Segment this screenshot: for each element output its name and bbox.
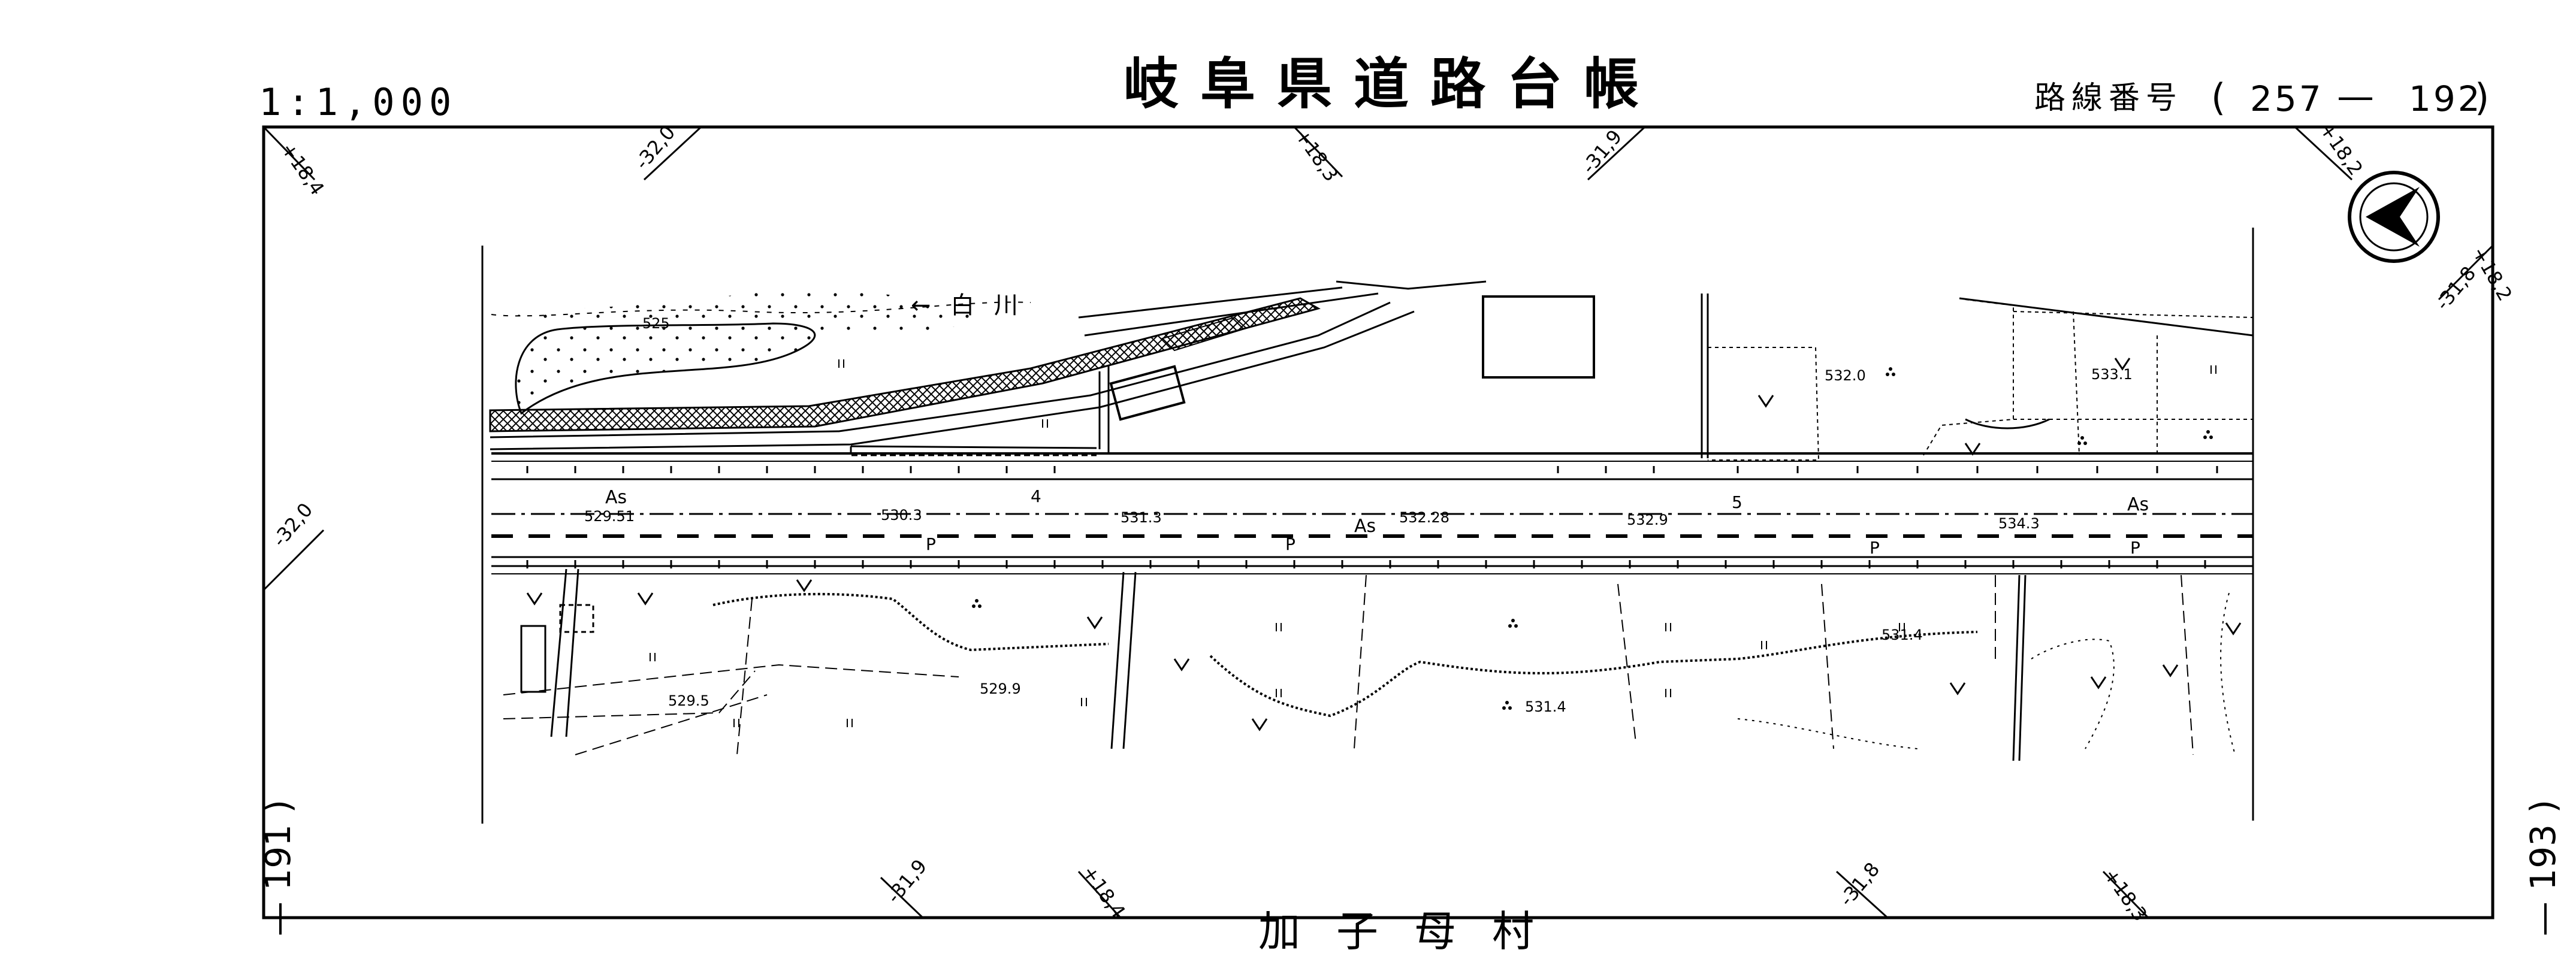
elevation-field-5: 529.9 [980, 680, 1021, 697]
route-paren-open: ( [2211, 75, 2226, 119]
road-section [491, 452, 2253, 574]
route-paren-close: ) [2475, 75, 2490, 119]
pole-label-2: P [1285, 534, 1295, 554]
river-name: ← 白 川 [911, 292, 1024, 319]
grid-label-bottom-3: -31,8 [1835, 858, 1884, 910]
pole-label-3: P [1870, 538, 1880, 558]
grid-label-top-1: +18,4 [276, 138, 328, 199]
north-arrow-icon [2348, 171, 2440, 263]
elevation-field-6: 531.4 [1525, 698, 1566, 715]
elevation-field-7: 531.4 [1882, 627, 1923, 643]
paddy-symbols [650, 359, 2216, 727]
elevation-field-1: 525 [642, 315, 670, 332]
route-number-label: 路線番号 [2034, 80, 2184, 116]
route-number-b: 192 [2409, 78, 2483, 119]
field-plots-south [503, 574, 2236, 761]
grid-label-top-2: -32,0 [630, 121, 680, 174]
grid-label-top-3: +18,3 [1290, 125, 1342, 186]
grid-label-bottom-2: +18,4 [1077, 861, 1130, 922]
river-area [490, 280, 1487, 415]
shed [1109, 365, 1186, 421]
elevation-field-2: 532.0 [1825, 367, 1866, 384]
river-revetment [489, 297, 1321, 432]
grid-label-right-1: -31,8 [2431, 262, 2480, 314]
grid-ticks [262, 126, 2494, 919]
elevation-road-5: 532.9 [1627, 512, 1668, 528]
elevation-road-2: 530.3 [881, 507, 922, 524]
river-bank-line [490, 301, 1391, 438]
page-title: 岐阜県道路台帳 [1124, 52, 1661, 116]
km-post-4: 4 [1031, 486, 1041, 506]
field-plots-north [1708, 299, 2254, 461]
culvert [520, 568, 1137, 749]
orchard-symbols [972, 367, 2213, 710]
elevation-road-4: 532.28 [1399, 509, 1449, 526]
scale-text: 1:1,000 [259, 80, 458, 124]
elevation-road-3: 531.3 [1121, 509, 1162, 526]
elevation-road-6: 534.3 [1998, 515, 2040, 532]
grid-label-bottom-1: -31,9 [882, 855, 931, 907]
building [1482, 295, 1595, 379]
field-symbols [526, 358, 2242, 731]
surface-label-right: As [2127, 494, 2149, 515]
surface-label-mid: As [1354, 516, 1376, 537]
pole-label-4: P [2130, 538, 2140, 558]
elevation-field-3: 533.1 [2091, 366, 2133, 383]
km-post-5: 5 [1732, 492, 1743, 512]
route-dash: — [2337, 74, 2374, 118]
pole-label-1: P [926, 534, 936, 554]
elevation-field-4: 529.5 [668, 692, 709, 709]
guardrail-ticks [526, 466, 2218, 568]
route-number-a: 257 [2250, 78, 2324, 119]
elevation-road-1: 529.51 [584, 508, 635, 525]
surface-label-left: As [605, 487, 627, 508]
